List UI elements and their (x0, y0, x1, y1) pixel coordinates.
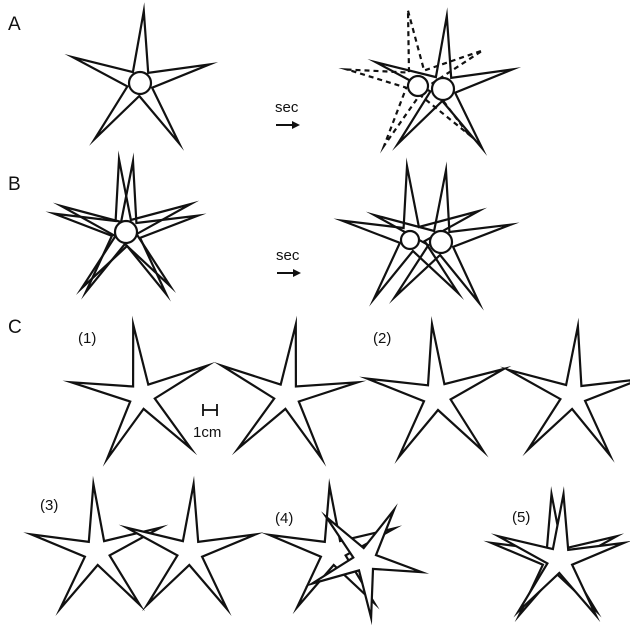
starfish-c1-right (222, 325, 358, 460)
arrow-a (276, 121, 300, 129)
sub-panel-4: (4) (275, 510, 293, 527)
sub-panel-3: (3) (40, 497, 58, 514)
starfish-c2-right (508, 326, 630, 455)
disk-a-end-1 (408, 76, 428, 96)
sub-panel-5: (5) (512, 509, 530, 526)
starfish-c3-right (127, 484, 256, 609)
disk-b-start (115, 221, 137, 243)
scale-bar-label: 1cm (193, 424, 221, 441)
panel-label-c: C (8, 317, 22, 338)
sub-panel-1: (1) (78, 330, 96, 347)
disk-a-start (129, 72, 151, 94)
disk-b-end-2 (430, 231, 452, 253)
arrow-b (277, 269, 301, 277)
panel-label-b: B (8, 174, 21, 195)
scale-bar (203, 404, 217, 416)
disk-a-end-2 (432, 78, 454, 100)
starfish-drawings (31, 11, 630, 618)
arrow-label-a: sec (275, 99, 299, 116)
panel-label-a: A (8, 14, 21, 35)
disk-b-end-1 (401, 231, 419, 249)
sub-panel-2: (2) (373, 330, 391, 347)
arrow-label-b: sec (276, 247, 300, 264)
